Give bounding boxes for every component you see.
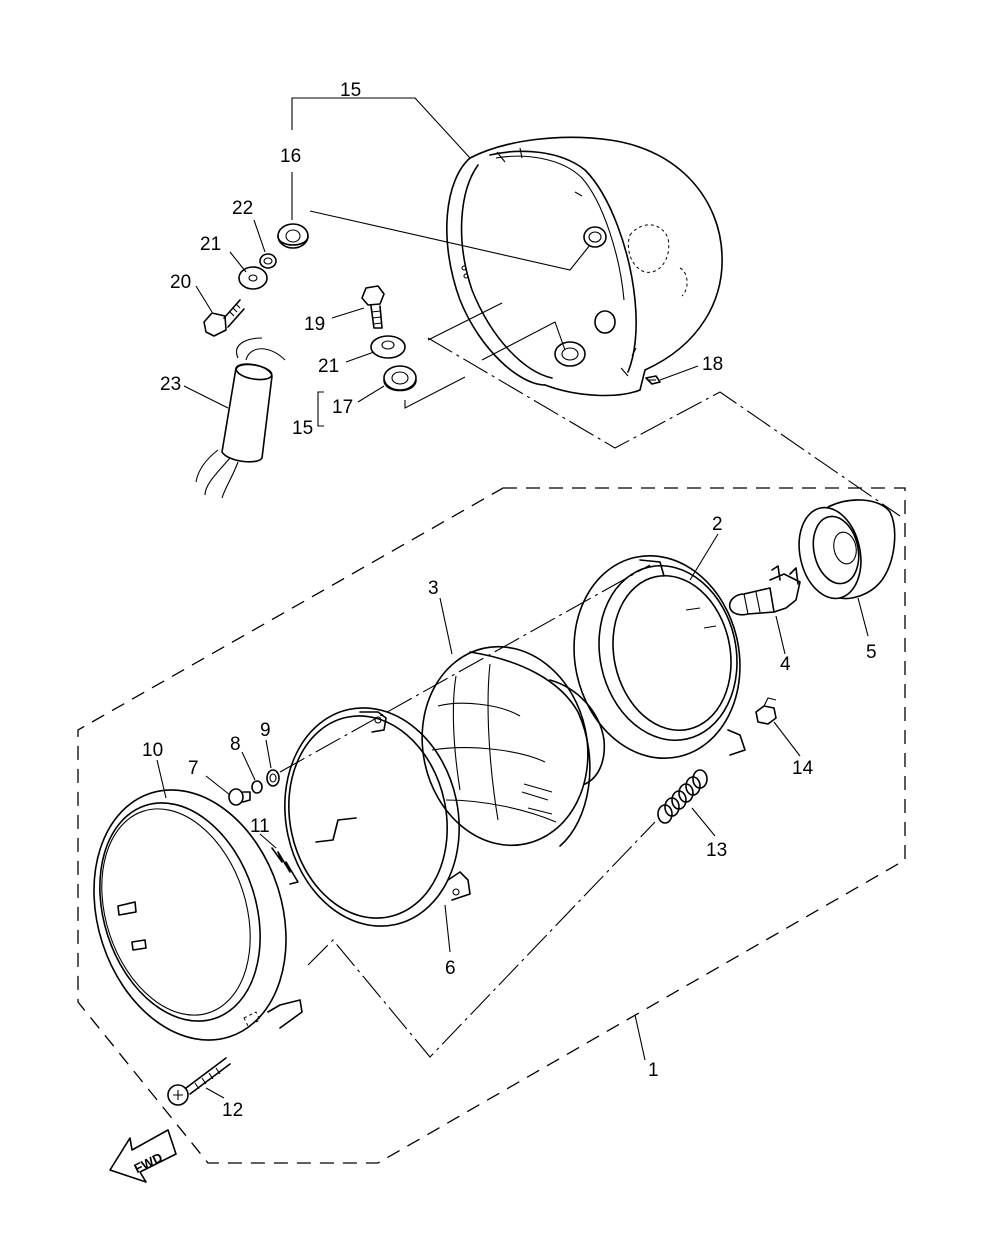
callout-1: 1 bbox=[648, 1060, 659, 1081]
washer-9 bbox=[266, 769, 280, 787]
bolt-20 bbox=[203, 299, 245, 337]
screw-12 bbox=[167, 1057, 231, 1106]
socket-cover-5 bbox=[798, 499, 896, 600]
callout-20: 20 bbox=[170, 272, 191, 293]
callout-7: 7 bbox=[188, 758, 199, 779]
callout-5: 5 bbox=[866, 642, 877, 663]
callout-16: 16 bbox=[280, 146, 301, 167]
leader-lines bbox=[156, 97, 869, 1099]
callout-17: 17 bbox=[332, 397, 353, 418]
headlight-rim-10 bbox=[93, 789, 303, 1041]
lens-unit-3 bbox=[421, 645, 606, 847]
grommet-17 bbox=[383, 365, 417, 392]
callout-15-bracket: 15 bbox=[292, 418, 313, 439]
callout-4: 4 bbox=[780, 654, 791, 675]
callout-15-top: 15 bbox=[340, 80, 361, 101]
assembly-1-boundary bbox=[77, 487, 906, 1164]
callout-12: 12 bbox=[222, 1100, 243, 1121]
cable-sleeve-23 bbox=[195, 337, 286, 499]
headlight-housing bbox=[446, 136, 723, 397]
screw-18 bbox=[645, 375, 661, 385]
callout-19: 19 bbox=[304, 314, 325, 335]
callout-21-upper: 21 bbox=[200, 234, 221, 255]
socket-14 bbox=[755, 697, 777, 725]
collar-22 bbox=[259, 253, 277, 269]
fwd-arrow-icon: FWD bbox=[109, 1129, 177, 1183]
callout-22: 22 bbox=[232, 198, 253, 219]
washer-21-upper bbox=[238, 266, 268, 290]
spring-11 bbox=[271, 847, 299, 885]
callout-18: 18 bbox=[702, 354, 723, 375]
fwd-label: FWD bbox=[132, 1150, 165, 1176]
callout-14: 14 bbox=[792, 758, 814, 779]
washer-8 bbox=[251, 780, 263, 794]
callout-13: 13 bbox=[706, 840, 727, 861]
callout-2: 2 bbox=[712, 514, 723, 535]
callout-21-lower: 21 bbox=[318, 356, 339, 377]
reflector-ring-2 bbox=[573, 554, 746, 760]
grommet-16 bbox=[277, 223, 309, 249]
callout-11: 11 bbox=[250, 816, 270, 837]
callout-8: 8 bbox=[230, 734, 241, 755]
screw-7 bbox=[228, 788, 251, 806]
bulb-4 bbox=[728, 565, 801, 616]
alignment-lines bbox=[279, 210, 901, 1058]
retaining-ring-6 bbox=[284, 707, 471, 927]
callout-6: 6 bbox=[445, 958, 456, 979]
callout-9: 9 bbox=[260, 720, 271, 741]
callout-23: 23 bbox=[160, 374, 181, 395]
callout-10: 10 bbox=[142, 740, 163, 761]
adjust-spring-13 bbox=[657, 769, 708, 824]
callout-3: 3 bbox=[428, 578, 439, 599]
washer-21-lower bbox=[370, 335, 406, 359]
bolt-19 bbox=[361, 285, 385, 329]
